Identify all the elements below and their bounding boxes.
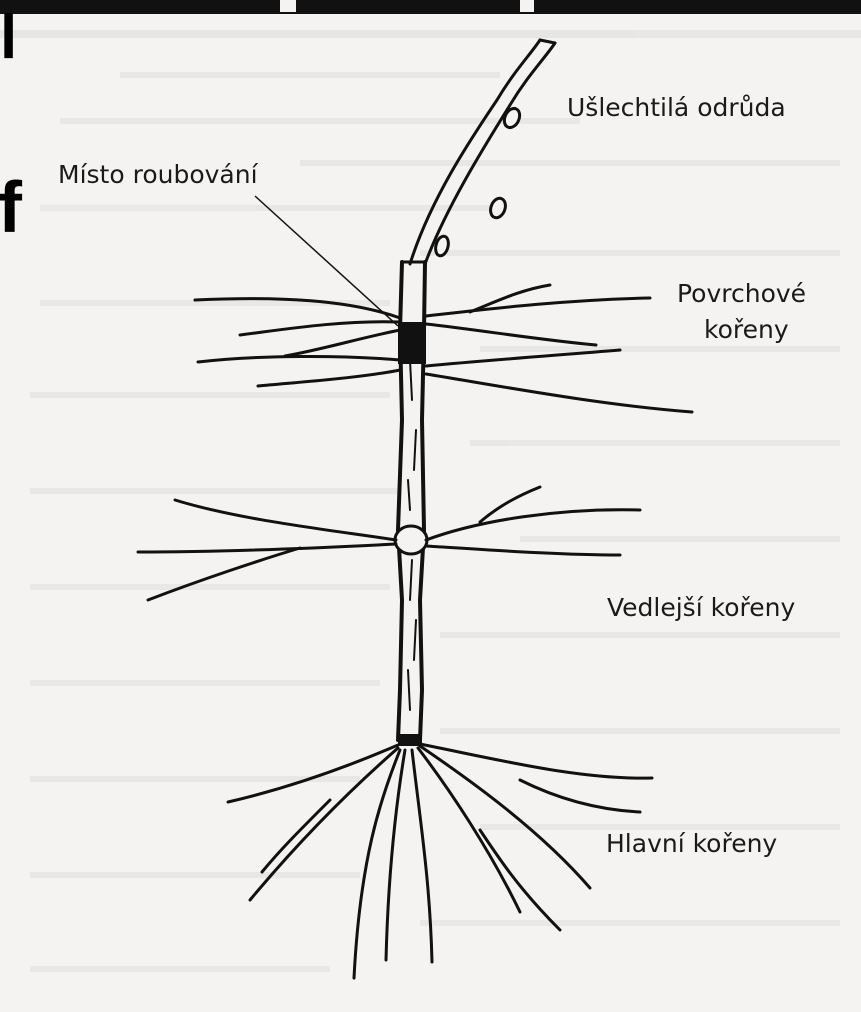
label-scion: Ušlechtilá odrůda xyxy=(567,93,786,122)
trunk-node xyxy=(395,526,427,554)
lateral-roots xyxy=(138,487,640,600)
label-lateral-roots: Vedlejší kořeny xyxy=(607,593,795,622)
label-main-roots: Hlavní kořeny xyxy=(606,829,777,858)
label-surface-roots-line2: kořeny xyxy=(704,315,789,344)
graft-leader-line xyxy=(255,196,398,326)
edge-glyph-2: f xyxy=(0,168,23,248)
label-graft-point: Místo roubování xyxy=(58,160,259,189)
label-surface-roots-line1: Povrchové xyxy=(677,279,806,308)
rootstock-trunk xyxy=(395,262,427,746)
top-edge-marks xyxy=(0,0,861,14)
graft-union xyxy=(398,322,426,364)
edge-glyph-1: l xyxy=(0,3,17,72)
